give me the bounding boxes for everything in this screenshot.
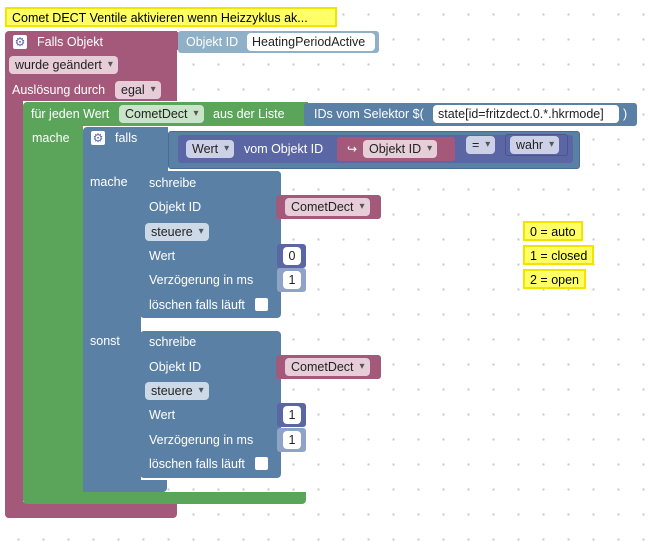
write2-steuere-dropdown[interactable]: steuere: [145, 382, 209, 400]
aus-der-liste-label: aus der Liste: [213, 107, 285, 121]
vom-objekt-id-label: vom Objekt ID: [244, 142, 324, 156]
wert-dropdown[interactable]: Wert: [186, 140, 235, 158]
mache-label: mache: [90, 175, 128, 189]
write1-wert-label: Wert: [149, 249, 176, 263]
write1-loeschen-checkbox[interactable]: [255, 298, 268, 311]
write1-verzoegerung-input[interactable]: 1: [283, 271, 301, 289]
ausloesung-dropdown[interactable]: egal: [115, 81, 161, 99]
note-open-text: 2 = open: [530, 273, 580, 287]
write2-bg: [140, 331, 281, 478]
selector-input[interactable]: state[id=fritzdect.0.*.hkrmode]: [433, 105, 619, 123]
note-auto-text: 0 = auto: [530, 225, 576, 239]
write1-arm: [140, 171, 281, 191]
write2-verzoegerung-label: Verzögerung in ms: [149, 433, 254, 447]
write2-loeschen-label: löschen falls läuft: [149, 457, 245, 471]
trigger-left-arm: [5, 100, 23, 518]
fuer-jeden-wert-label: für jeden Wert: [31, 107, 110, 121]
ausloesung-durch-label: Auslösung durch: [12, 83, 106, 97]
objekt-id-value[interactable]: HeatingPeriodActive: [247, 33, 375, 51]
wahr-dropdown[interactable]: wahr: [510, 136, 560, 154]
note-closed-text: 1 = closed: [530, 249, 588, 263]
if-bottom-bar: [83, 480, 167, 492]
write2-var-dropdown[interactable]: CometDect: [285, 358, 370, 376]
gear-icon[interactable]: ⚙: [13, 35, 27, 49]
write1-bg: [140, 171, 281, 318]
write2-loeschen-checkbox[interactable]: [255, 457, 268, 470]
write2-objekt-id-label: Objekt ID: [149, 360, 202, 374]
operator-dropdown[interactable]: =: [466, 136, 496, 154]
loop-bottom-bar: [23, 492, 306, 504]
write1-wert-input[interactable]: 0: [283, 247, 301, 265]
ids-vom-selektor-label: IDs vom Selektor $(: [314, 107, 424, 121]
note-closed[interactable]: 1 = closed: [523, 245, 595, 265]
falls-objekt-label: Falls Objekt: [37, 35, 103, 49]
write2-verzoegerung-input[interactable]: 1: [283, 431, 301, 449]
falls-label: falls: [115, 131, 138, 145]
note-open[interactable]: 2 = open: [523, 269, 587, 289]
wurde-geaendert-dropdown[interactable]: wurde geändert: [9, 56, 118, 74]
note-auto[interactable]: 0 = auto: [523, 221, 583, 241]
var-arrow-icon: ↪: [347, 142, 358, 156]
gear-icon[interactable]: ⚙: [91, 131, 105, 145]
selector-close-paren: ): [623, 107, 628, 121]
write2-wert-label: Wert: [149, 408, 176, 422]
write1-schreibe: schreibe: [149, 176, 197, 190]
if-left-arm: [83, 170, 141, 492]
trigger-input-connector: [172, 32, 180, 50]
main-comment[interactable]: Comet DECT Ventile aktivieren wenn Heizz…: [5, 7, 337, 27]
write1-var-dropdown[interactable]: CometDect: [285, 198, 370, 216]
var-objekt-id-dropdown[interactable]: Objekt ID: [363, 140, 438, 158]
trigger-bottom-bar: [5, 502, 177, 518]
objekt-id-label: Objekt ID: [186, 35, 239, 49]
write1-verzoegerung-label: Verzögerung in ms: [149, 273, 254, 287]
loop-left-arm: [23, 125, 83, 495]
write2-schreibe: schreibe: [149, 335, 197, 349]
mache-loop-label: mache: [32, 131, 70, 145]
write1-objekt-id-label: Objekt ID: [149, 200, 202, 214]
write2-wert-input[interactable]: 1: [283, 406, 301, 424]
write1-loeschen-label: löschen falls läuft: [149, 298, 245, 312]
write1-steuere-dropdown[interactable]: steuere: [145, 223, 209, 241]
sonst-label: sonst: [90, 334, 120, 348]
loop-var-dropdown[interactable]: CometDect: [119, 105, 204, 123]
main-comment-text: Comet DECT Ventile aktivieren wenn Heizz…: [12, 11, 308, 25]
